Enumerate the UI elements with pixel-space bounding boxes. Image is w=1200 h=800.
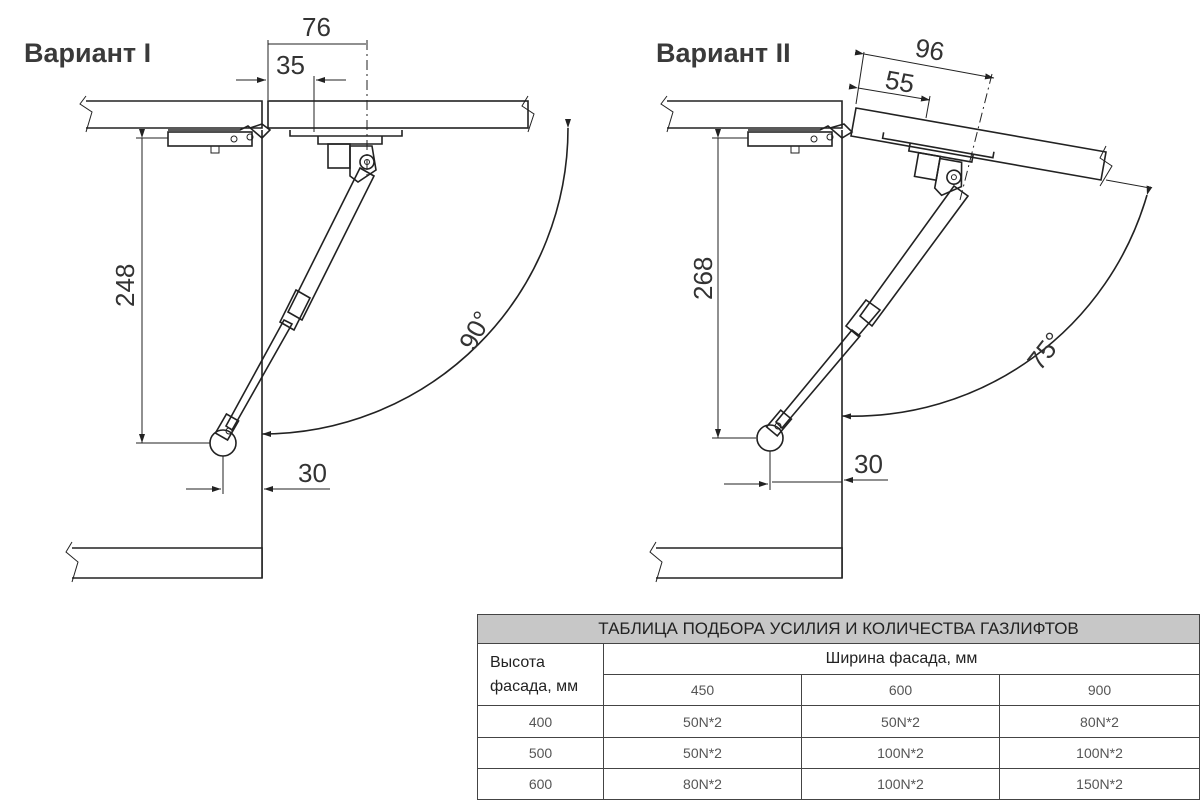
height-header-line-2: фасада, мм [490,677,579,695]
width-header: Ширина фасада, мм [602,643,1200,676]
variant-2-bottom-shelf [656,547,843,579]
variant-2-dim-55: 55 [883,64,917,99]
variant-1-dim-35: 35 [276,50,305,80]
row-value: 50N*2 [603,736,802,769]
variant-1-gas-strut [209,166,376,457]
gas-lift-selection-table: ТАБЛИЦА ПОДБОРА УСИЛИЯ И КОЛИЧЕСТВА ГАЗЛ… [476,613,1200,800]
row-height: 500 [477,736,604,769]
height-header-line-1: Высота [490,653,545,671]
variant-1-title: Вариант I [24,38,151,68]
variant-2-title: Вариант II [656,38,791,68]
table-row: 600 80N*2 100N*2 150N*2 [477,767,1200,800]
variant-2-dim-55-line [848,83,931,102]
variant-1: Вариант I [24,12,572,583]
row-value: 50N*2 [603,705,802,738]
row-value: 80N*2 [603,767,802,800]
row-value: 80N*2 [998,705,1200,738]
variant-1-dim-30: 30 [298,458,327,488]
width-column-900: 900 [998,674,1200,707]
row-value: 100N*2 [998,736,1200,769]
variant-1-top-board [86,100,263,129]
row-value: 150N*2 [998,767,1200,800]
variant-2-gas-strut [756,184,970,452]
table-title: ТАБЛИЦА ПОДБОРА УСИЛИЯ И КОЛИЧЕСТВА ГАЗЛ… [476,613,1200,645]
variant-2-hinge [747,123,854,154]
width-column-450: 450 [603,674,802,707]
row-value: 50N*2 [801,705,1000,738]
table-row: 400 50N*2 50N*2 80N*2 [477,705,1200,738]
variant-2: Вариант II [649,32,1153,583]
row-height: 600 [477,767,604,800]
variant-2-door [850,107,1107,181]
variant-1-opening-arc [261,118,572,437]
variant-1-angle-label: 90° [453,306,498,355]
variant-2-opening-arc [841,185,1153,420]
row-value: 100N*2 [801,736,1000,769]
variant-1-dim-248: 248 [110,264,140,307]
variant-2-dim-96-line [854,49,995,80]
row-height: 400 [477,705,604,738]
table-row: 500 50N*2 100N*2 100N*2 [477,736,1200,769]
variant-1-bottom-shelf [72,547,263,579]
variant-1-door [267,100,529,129]
variant-2-dim-96: 96 [913,32,947,67]
variant-1-dim-76: 76 [302,12,331,42]
variant-2-dim-268: 268 [688,257,718,300]
variant-2-top-board [667,100,843,129]
height-header: Высота фасада, мм [477,643,604,707]
variant-2-door-bracket [881,132,995,197]
variant-2-dim-30: 30 [854,449,883,479]
row-value: 100N*2 [801,767,1000,800]
width-column-600: 600 [801,674,1000,707]
